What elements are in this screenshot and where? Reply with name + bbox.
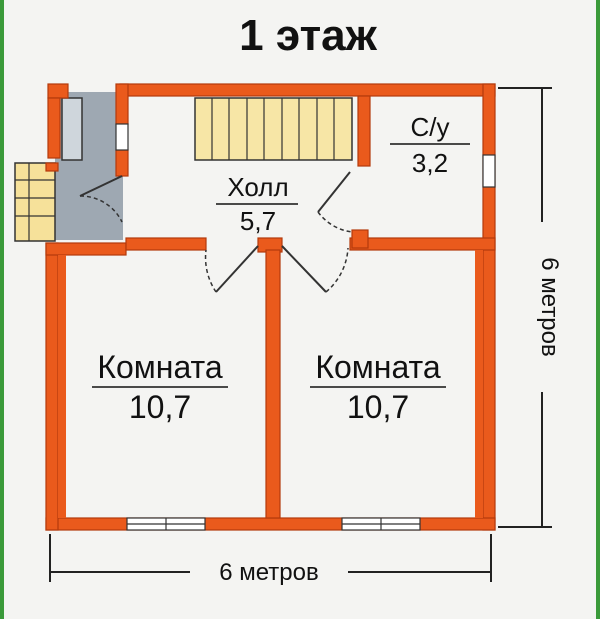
left-room-door [215,245,259,293]
left-frame-edge [0,0,4,619]
bathroom-area: 3,2 [412,148,448,178]
bathroom-door [317,171,351,213]
width-dimension-label: 6 метров [219,559,319,586]
left-wall [45,242,59,531]
bathroom-window [482,154,496,188]
bathroom-name: С/у [411,112,450,142]
bottom-wall [45,517,496,531]
width-dimension [49,534,492,582]
height-dimension [498,87,552,528]
porch-steps [14,162,56,242]
top-wall [119,83,496,97]
right-room-name: Комната [315,349,441,385]
right-room-area: 10,7 [347,389,409,425]
left-room-area: 10,7 [129,389,191,425]
windows [115,123,496,531]
vestibule-window-panel [61,97,83,161]
hall-area: 5,7 [240,206,276,236]
hall-name: Холл [227,172,288,202]
right-wall [482,83,496,531]
staircase [194,97,353,161]
vestibule-door [79,175,123,197]
vestibule-window [115,123,129,151]
doors [79,171,353,293]
right-frame-edge [596,0,600,619]
plan-title: 1 этаж [239,11,377,60]
room-divider-wall [265,249,281,519]
left-room-name: Комната [97,349,223,385]
height-dimension-label: 6 метров [536,257,563,357]
right-room-door [281,245,327,293]
